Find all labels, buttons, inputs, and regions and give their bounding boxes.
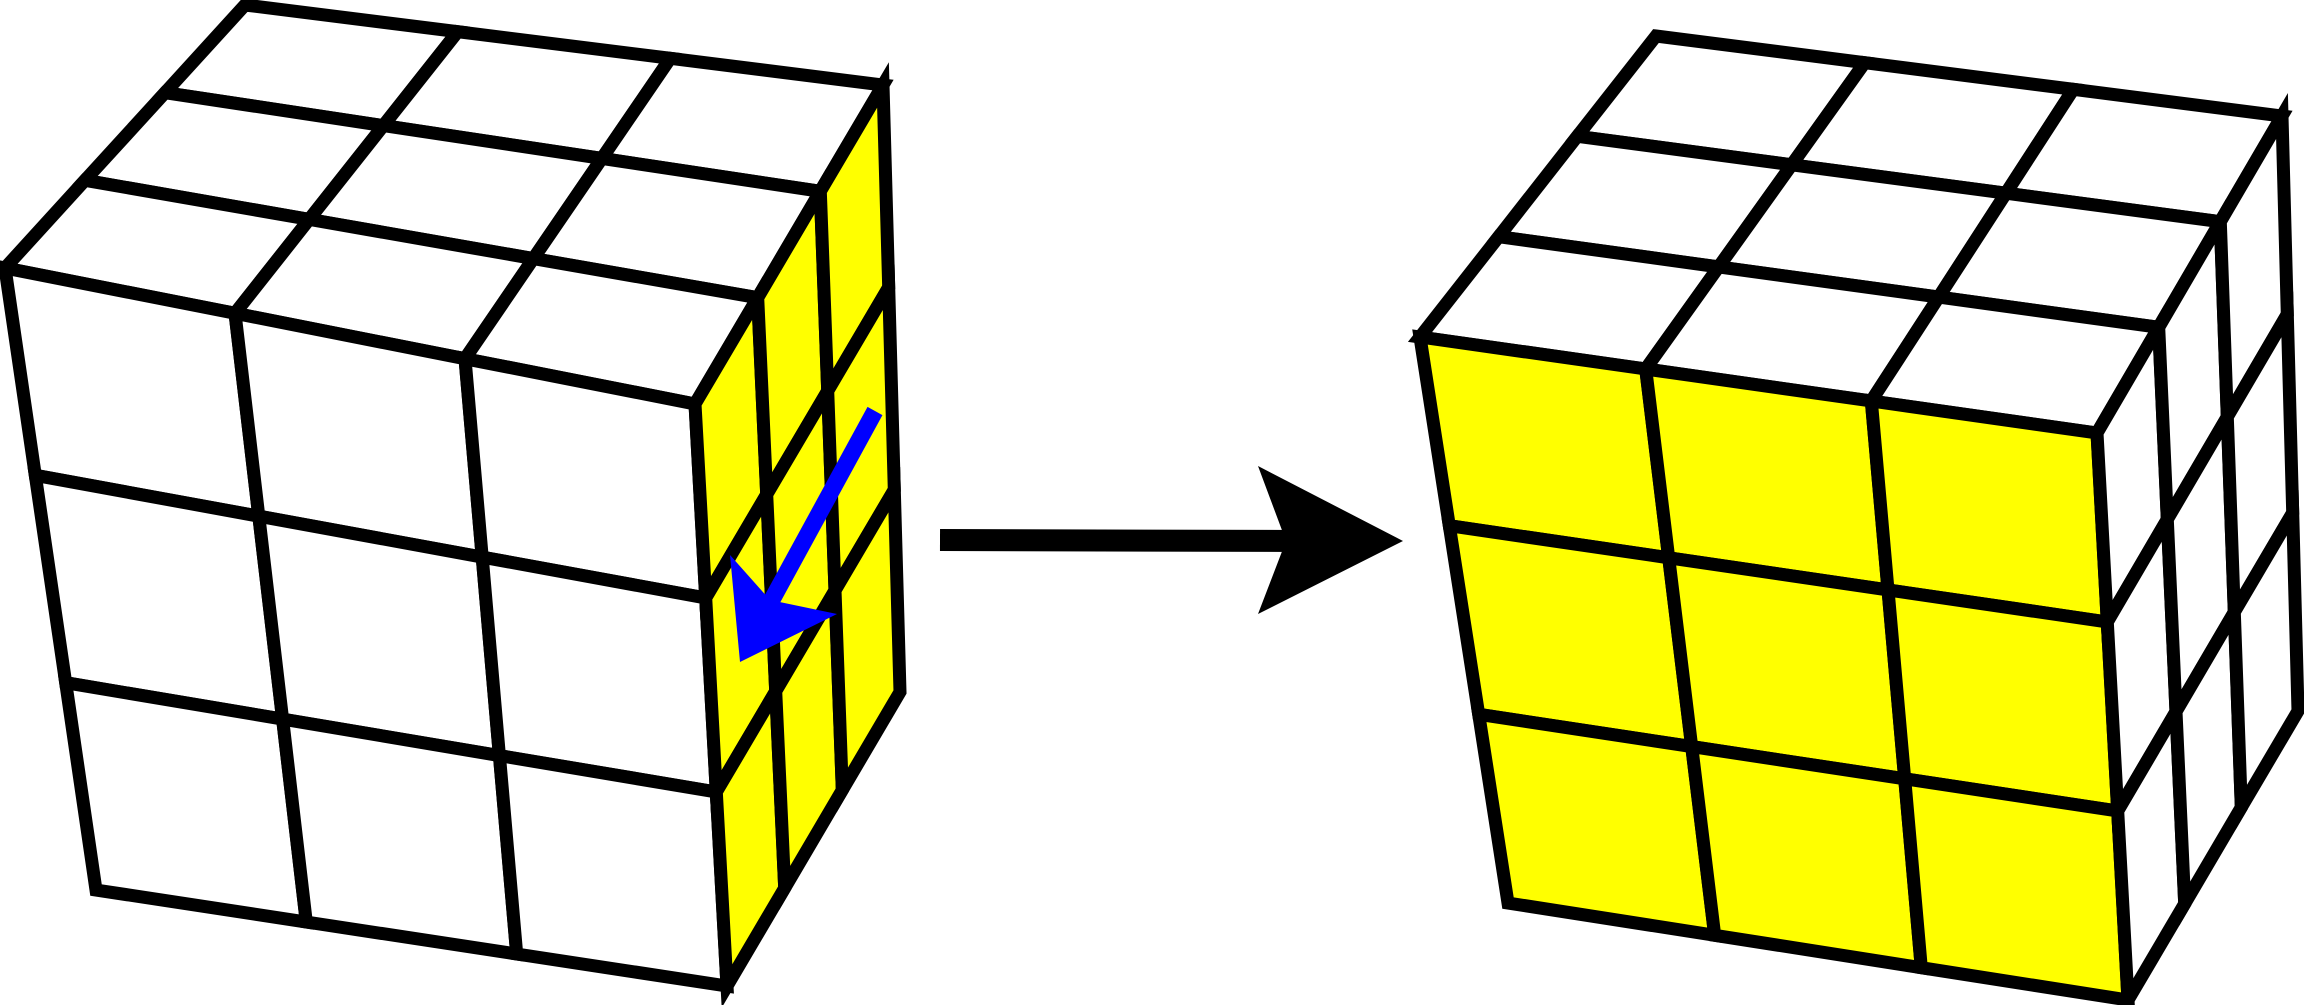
cube-after-right-sticker-3-3	[2227, 489, 2304, 830]
transition-arrow-shaft	[939, 529, 1301, 552]
cube-after-rotation	[1407, 29, 2304, 1005]
after-right-face	[2090, 93, 2304, 1005]
arrow-down-left-icon	[730, 406, 883, 662]
cube-after-front-sticker-3-1	[1470, 706, 1723, 944]
arrow-right-icon	[939, 466, 1403, 614]
cube-before-rotation	[0, 0, 907, 1005]
rotation-arrow-shaft	[754, 406, 883, 623]
cube-after-front-sticker-3-2	[1684, 738, 1929, 976]
before-right-face	[688, 62, 907, 1005]
after-front-face	[1412, 329, 2135, 1005]
cube-before-right-sticker-3-3	[828, 466, 907, 813]
rotation-arrow-head	[730, 555, 837, 662]
transition-arrow-head	[1258, 466, 1403, 614]
cube-before-front-sticker-3-1	[57, 674, 314, 930]
cube-before-front-sticker-3-2	[275, 711, 524, 962]
before-front-face	[0, 260, 734, 994]
cube-before-front-sticker-3-3	[492, 747, 734, 994]
cube-after-front-sticker-3-3	[1897, 771, 2135, 1005]
